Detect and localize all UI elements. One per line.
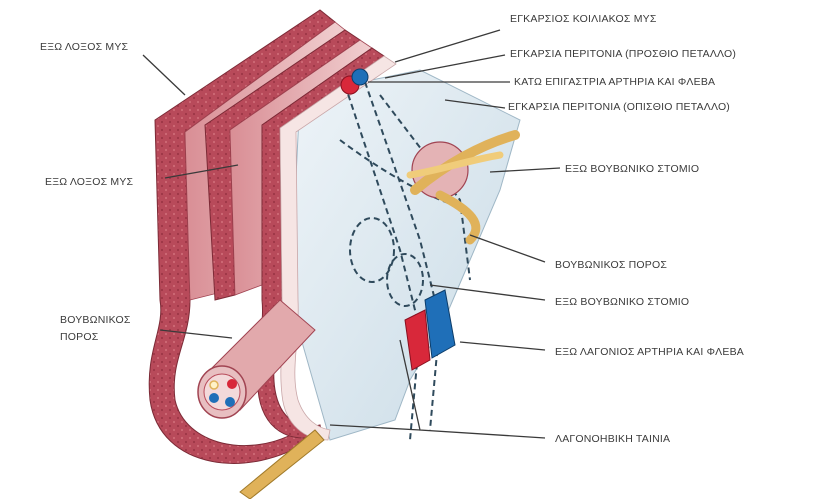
label-external-oblique-mid: ΕΞΩ ΛΟΞΟΣ ΜΥΣ bbox=[45, 175, 133, 189]
label-external-iliac-vessels: ΕΞΩ ΛΑΓΟΝΙΟΣ ΑΡΤΗΡΙΑ ΚΑΙ ΦΛΕΒΑ bbox=[555, 345, 744, 359]
label-transversalis-fascia-anterior: ΕΓΚΑΡΣΙΑ ΠΕΡΙΤΟΝΙΑ (ΠΡΟΣΘΙΟ ΠΕΤΑΛΛΟ) bbox=[510, 47, 736, 61]
cord-artery-dot bbox=[227, 379, 237, 389]
label-transversus-abdominis: ΕΓΚΑΡΣΙΟΣ ΚΟΙΛΙΑΚΟΣ ΜΥΣ bbox=[510, 12, 657, 26]
cord-vein-dot bbox=[225, 397, 235, 407]
label-external-oblique-top: ΕΞΩ ΛΟΞΟΣ ΜΥΣ bbox=[40, 40, 128, 54]
label-transversalis-fascia-posterior: ΕΓΚΑΡΣΙΑ ΠΕΡΙΤΟΝΙΑ (ΟΠΙΣΘΙΟ ΠΕΤΑΛΛΟ) bbox=[508, 100, 730, 114]
label-external-inguinal-ring-top: ΕΞΩ ΒΟΥΒΩΝΙΚΟ ΣΤΟΜΙΟ bbox=[565, 162, 699, 176]
cord-duct-dot bbox=[209, 393, 219, 403]
label-inguinal-canal-left: ΒΟΥΒΩΝΙΚΟΣ ΠΟΡΟΣ bbox=[60, 312, 150, 346]
label-inguinal-canal-right: ΒΟΥΒΩΝΙΚΟΣ ΠΟΡΟΣ bbox=[555, 258, 667, 272]
label-external-inguinal-ring-bottom: ΕΞΩ ΒΟΥΒΩΝΙΚΟ ΣΤΟΜΙΟ bbox=[555, 295, 689, 309]
label-iliopubic-tract: ΛΑΓΟΝΟΗΒΙΚΗ ΤΑΙΝΙΑ bbox=[555, 432, 670, 446]
label-inferior-epigastric-vessels: ΚΑΤΩ ΕΠΙΓΑΣΤΡΙΑ ΑΡΤΗΡΙΑ ΚΑΙ ΦΛΕΒΑ bbox=[514, 75, 715, 89]
